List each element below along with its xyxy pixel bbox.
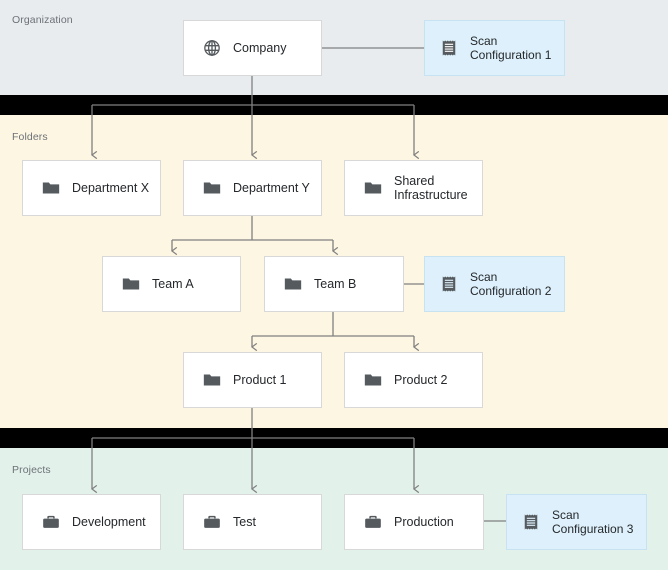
node-product-2[interactable]: Product 2 (344, 352, 483, 408)
folder-icon (122, 278, 140, 290)
receipt-icon (524, 514, 538, 530)
folder-icon (42, 182, 60, 194)
node-production[interactable]: Production (344, 494, 484, 550)
node-shared-infrastructure[interactable]: Shared Infrastructure (344, 160, 483, 216)
node-label: Team A (152, 276, 194, 291)
node-product-1[interactable]: Product 1 (183, 352, 322, 408)
node-label: Development (72, 514, 146, 529)
node-department-x[interactable]: Department X (22, 160, 161, 216)
node-label: Scan Configuration 3 (552, 508, 634, 536)
folder-icon (203, 374, 221, 386)
node-test[interactable]: Test (183, 494, 322, 550)
node-label: Product 2 (394, 372, 448, 387)
node-label: Production (394, 514, 454, 529)
receipt-icon (442, 40, 456, 56)
node-scan-configuration-2[interactable]: Scan Configuration 2 (424, 256, 565, 312)
node-label: Test (233, 514, 256, 529)
globe-icon (204, 40, 220, 56)
folder-icon (284, 278, 302, 290)
folder-icon (203, 182, 221, 194)
briefcase-icon (43, 515, 59, 528)
node-label: Shared Infrastructure (394, 173, 468, 203)
node-label: Department X (72, 180, 150, 195)
folder-icon (364, 182, 382, 194)
band-label-projects: Projects (12, 464, 51, 476)
node-team-b[interactable]: Team B (264, 256, 404, 312)
band-organization: Organization (0, 0, 668, 95)
node-development[interactable]: Development (22, 494, 161, 550)
node-label: Department Y (233, 180, 310, 195)
node-label: Team B (314, 276, 357, 291)
node-label: Product 1 (233, 372, 287, 387)
briefcase-icon (204, 515, 220, 528)
node-label: Company (233, 40, 287, 55)
band-label-folders: Folders (12, 131, 48, 143)
node-company[interactable]: Company (183, 20, 322, 76)
folder-icon (364, 374, 382, 386)
receipt-icon (442, 276, 456, 292)
node-label: Scan Configuration 1 (470, 34, 552, 62)
band-label-organization: Organization (12, 14, 73, 26)
node-team-a[interactable]: Team A (102, 256, 241, 312)
briefcase-icon (365, 515, 381, 528)
node-department-y[interactable]: Department Y (183, 160, 322, 216)
node-scan-configuration-3[interactable]: Scan Configuration 3 (506, 494, 647, 550)
node-label: Scan Configuration 2 (470, 270, 552, 298)
node-scan-configuration-1[interactable]: Scan Configuration 1 (424, 20, 565, 76)
